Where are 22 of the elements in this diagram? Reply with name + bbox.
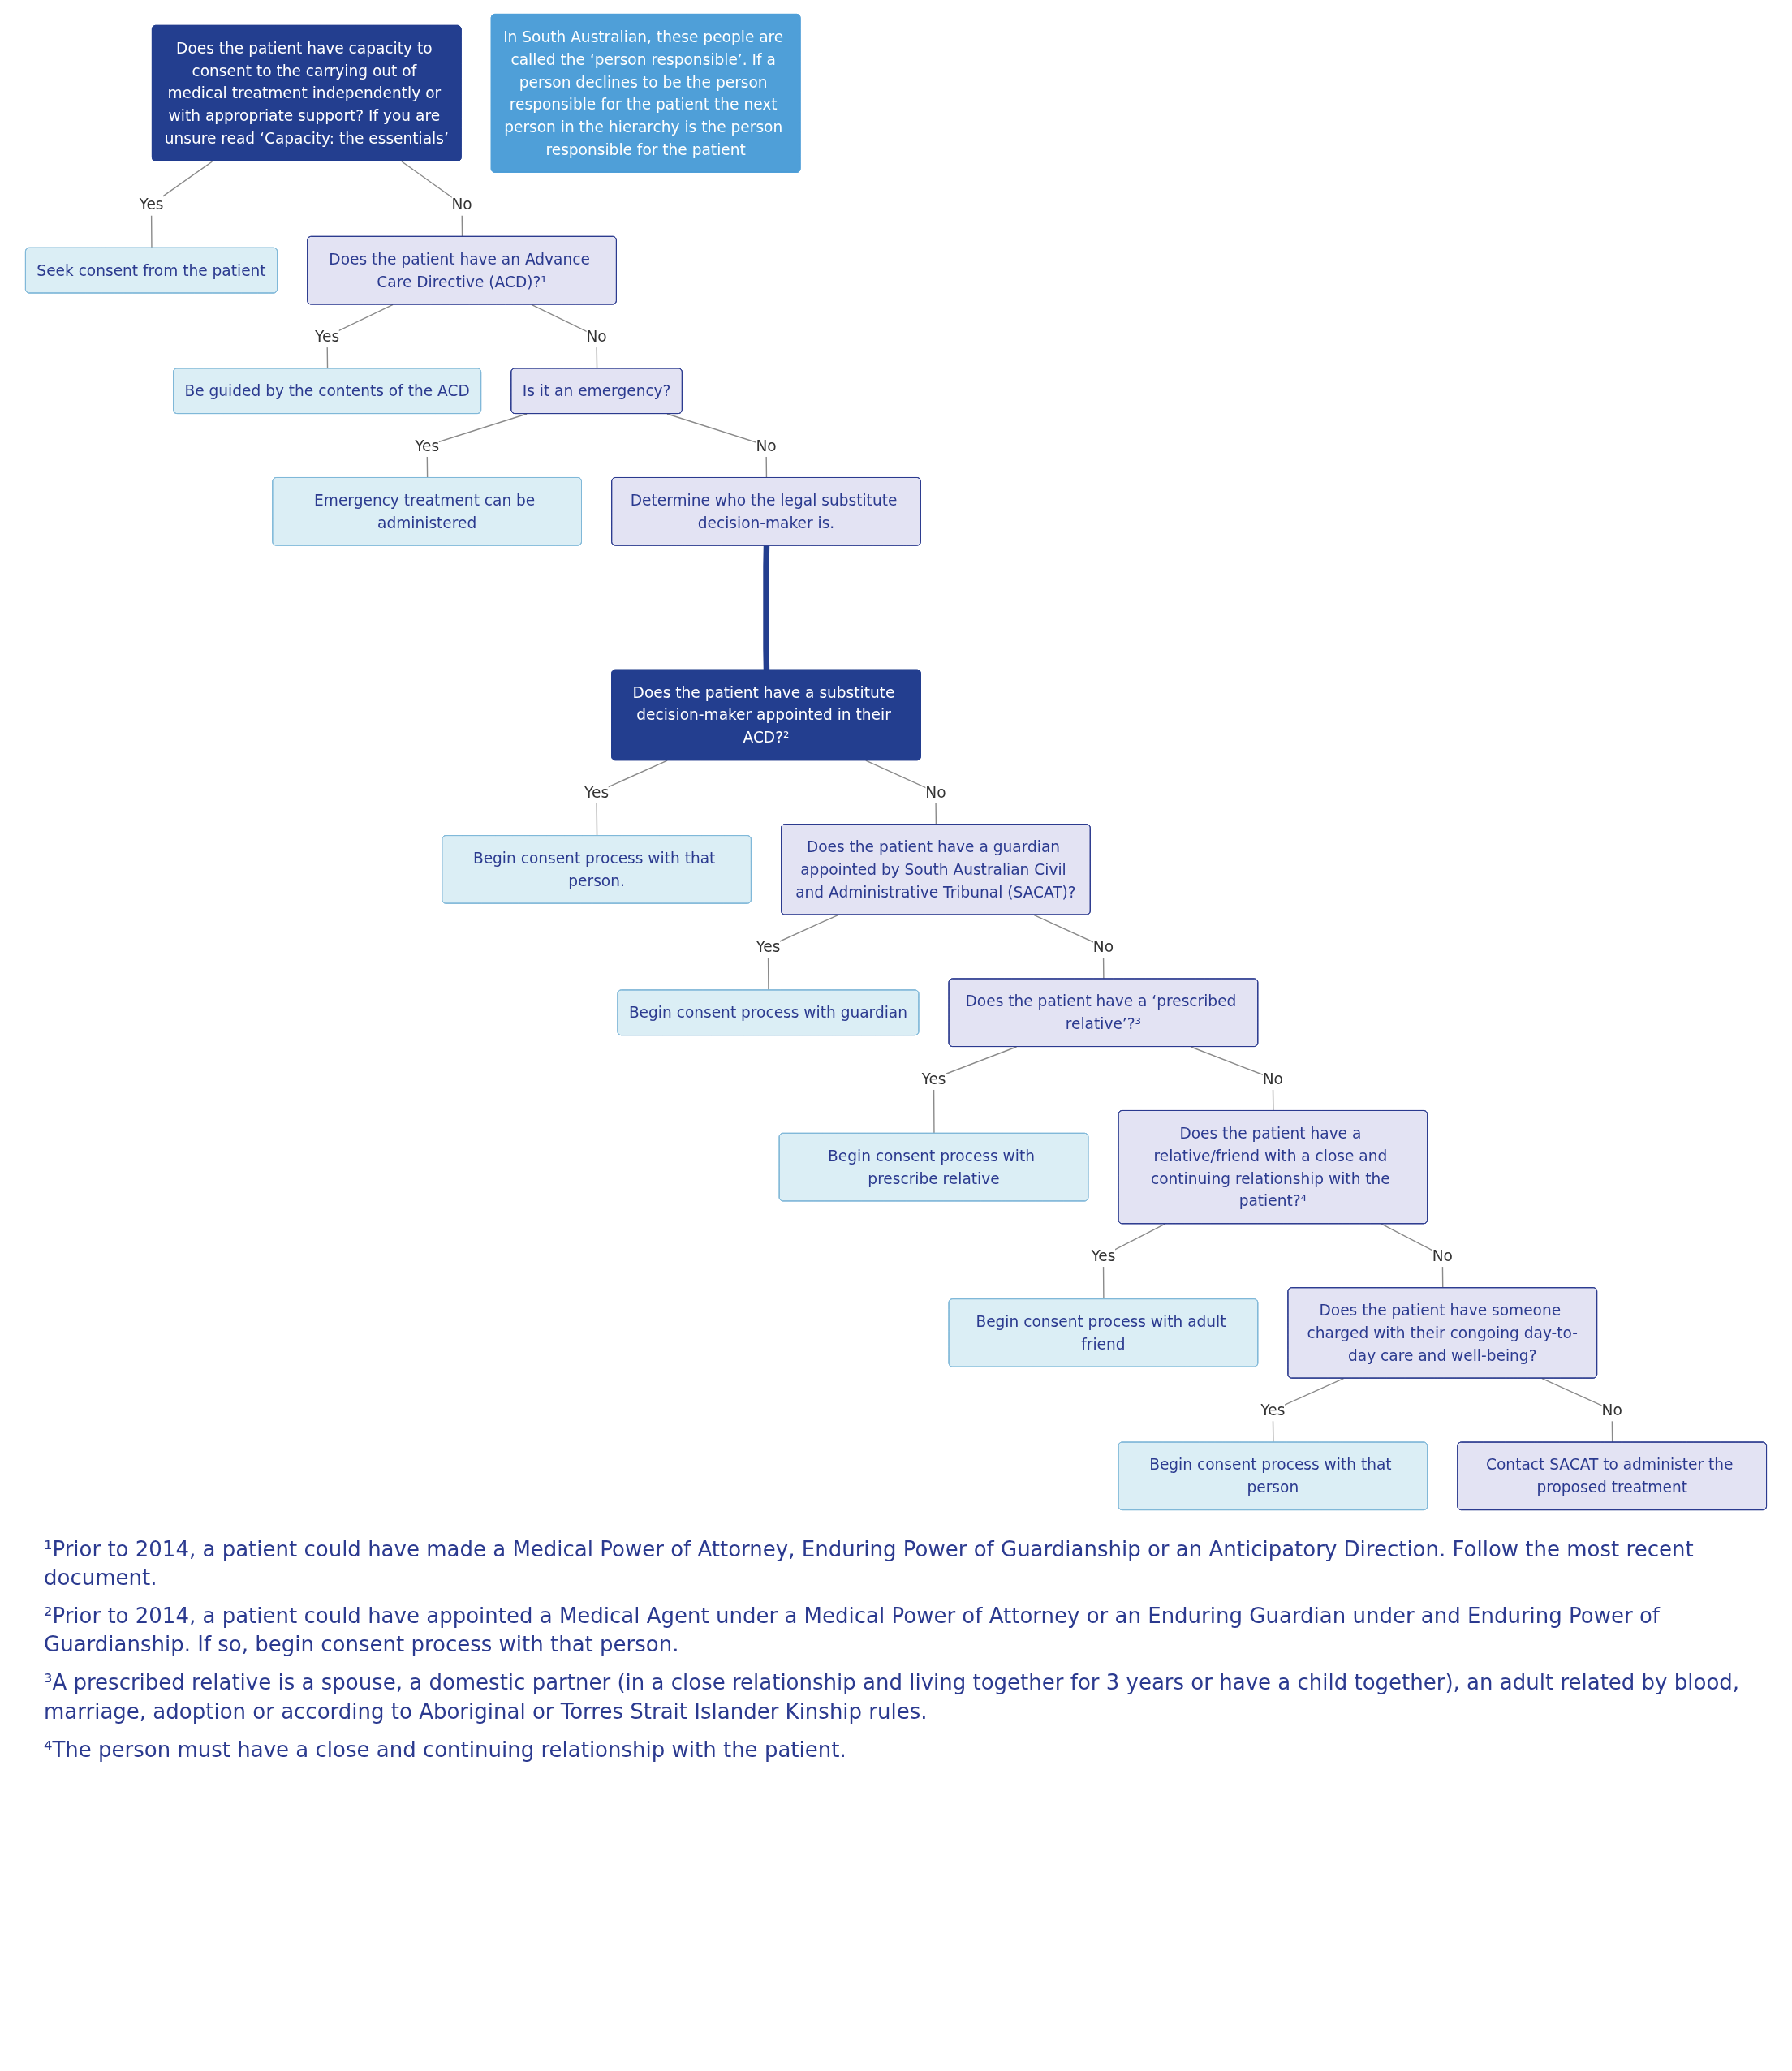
edge-label: No [1432,1246,1453,1265]
edge-label: Yes [921,1069,946,1088]
edge-label: Yes [756,937,781,956]
edge-label: Yes [415,436,440,455]
edge-label: No [1092,937,1114,956]
edge-label: Yes [1091,1246,1116,1265]
edge-label: No [1262,1069,1283,1088]
footnote: ⁴The person must have a close and continuing relationship with the patient. [44,1736,847,1763]
edge-label: No [451,195,472,214]
edge-label: No [586,327,607,346]
flowchart: Yes No Yes No Yes No Yes No Yes No Yes No Yes No Yes No Does the patient have capacity to consent to the carrying out of medical treatment independently or with appropriate support? If you are unsure read ‘Capacity: the essentials’ Seek consent from the patient Does the patient have an Advance Care Directive (ACD)?¹ Be guided by the contents of the ACD Is it an emergency? Emergency treatment can be administered Determine who the legal substitute decision-maker is. Does the patient have a substitute decision-maker appointed in their ACD?² Begin consent process with that person. Does the patient have a guardian appointed by South Australian Civil and Administrative Tribunal (SACAT)? In South Australian, these people are called the ‘person responsible’. If a person declines to be the person responsible for the patient the next person in the hierarchy is the person responsible for the patient Begin consent process with guardian Does the patient have a ‘prescribed relative’?³ Begin consent process with prescribe relative Does the patient have a relative/friend with a close and continuing relationship with the patient?⁴ Begin consent process with adult friend Does the patient have someone charged with their congoing day-to-day care and well-being? Begin consent process with that person Contact SACAT to administer the proposed treatment [19,8,1773,1517]
edge-label: No [756,436,777,455]
edge-label: No [1601,1401,1622,1419]
edge-label: Yes [315,327,340,346]
footnote: ²Prior to 2014, a patient could have appointed a Medical Agent under a Medical Power of Attorney or an Enduring Guardian under and Enduring Power of Guardianship. If so, begin consent process with that person. [44,1603,1661,1659]
footnote: ³A prescribed relative is a spouse, a domestic partner (in a close relationship and living together for 3 years or have a child together), an adult related by blood, marriage, adoption or according to Aboriginal or Torres Strait Islander Kinship rules. [44,1669,1741,1725]
edge-label: No [925,783,946,802]
edge-label: Yes [1260,1401,1286,1419]
footnote: ¹Prior to 2014, a patient could have made a Medical Power of Attorney, Enduring Power of Guardianship or an Anticipatory Direction. Follow the most recent document. [44,1536,1695,1592]
connector [763,545,770,670]
edge-label: Yes [584,783,610,802]
edge-label: Yes [139,195,164,214]
